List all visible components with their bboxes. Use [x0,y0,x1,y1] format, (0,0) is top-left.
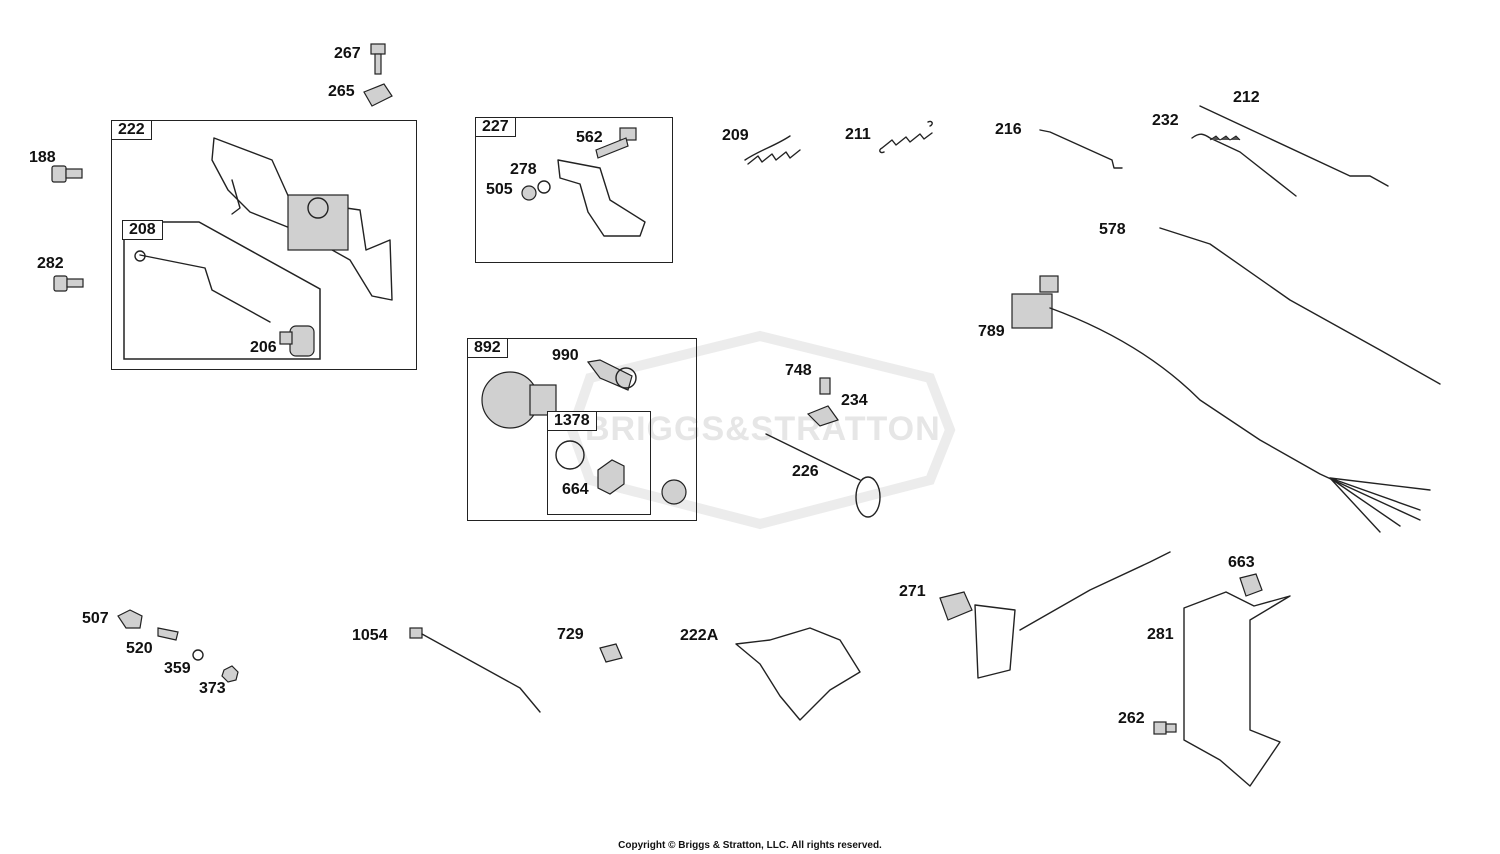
kit-208-outline [123,221,321,360]
callout-209: 209 [722,127,749,144]
callout-282: 282 [37,255,64,272]
part-990-keys [586,359,637,391]
callout-226: 226 [792,463,819,480]
part-206-knob [279,325,315,357]
part-520-terminal [157,627,179,641]
callout-664: 664 [562,481,589,498]
kit-892-box: 892 [467,338,697,521]
part-729-clip [599,643,623,663]
part-222A-bracket [735,627,861,721]
part-562-bolt [595,127,637,159]
part-373-nut [221,665,239,683]
part-226-rod [765,433,861,481]
kit-1378-label: 1378 [547,411,597,431]
part-212-rod [1199,105,1389,187]
part-282-bolt [53,275,84,292]
kit-222-label: 222 [111,120,152,140]
part-234-clip [806,405,839,427]
callout-663: 663 [1228,554,1255,571]
callout-271: 271 [899,583,926,600]
watermark: BRIGGS&STRATTON [585,410,941,448]
part-663-plug [1239,573,1263,597]
kit-208-label: 208 [122,220,163,240]
callout-505: 505 [486,181,513,198]
callout-206: 206 [250,339,277,356]
kit-208-box: 208 [122,220,321,360]
part-507-terminal [117,609,143,629]
callout-578: 578 [1099,221,1126,238]
callout-188: 188 [29,149,56,166]
part-278-washer [537,180,551,194]
part-359-washer [192,649,204,661]
callout-278: 278 [510,161,537,178]
callout-789: 789 [978,323,1005,340]
callout-211: 211 [845,126,871,143]
callout-234: 234 [841,392,868,409]
part-789-harness [1011,275,1431,533]
part-267-bolt [370,43,386,75]
part-265-clip [363,83,393,107]
part-262-bolt [1153,721,1177,735]
part-271-throttle-control [939,551,1171,679]
watermark-outline [566,330,956,530]
callout-222A: 222A [680,627,719,644]
callout-1054: 1054 [352,627,388,644]
callout-216: 216 [995,121,1022,138]
part-209-spring [744,135,801,165]
callout-262: 262 [1118,710,1145,727]
part-208-rod [139,254,271,323]
callout-359: 359 [164,660,191,677]
kit-222-box: 222 [111,120,417,370]
part-232-spring [1191,133,1297,197]
callout-729: 729 [557,626,584,643]
callout-232: 232 [1152,112,1179,129]
callout-507: 507 [82,610,109,627]
part-227-bracket [557,159,646,237]
part-281-bracket [1183,591,1291,787]
part-226-loop [855,476,881,518]
callout-265: 265 [328,83,355,100]
callout-267: 267 [334,45,361,62]
part-188-bolt [51,165,83,183]
part-748-screw [819,377,831,395]
copyright-notice: Copyright © Briggs & Stratton, LLC. All … [618,840,882,851]
part-1054-cable-tie [409,627,541,713]
part-578-wire [1159,227,1441,385]
part-216-rod [1039,129,1123,169]
part-892-ignition-switch [481,371,557,429]
kit-892-label: 892 [467,338,508,358]
part-222-control-bracket [211,137,393,301]
part-grommet [661,479,687,505]
part-505-nut [521,185,537,201]
callout-212: 212 [1233,89,1260,106]
kit-227-label: 227 [475,117,516,137]
part-664-nut [597,459,625,495]
callout-562: 562 [576,129,603,146]
callout-748: 748 [785,362,812,379]
callout-990: 990 [552,347,579,364]
part-211-spring [879,120,933,154]
part-1378-lock-washer [555,440,585,470]
callout-373: 373 [199,680,226,697]
kit-227-box: 227 [475,117,673,263]
callout-520: 520 [126,640,153,657]
callout-281: 281 [1147,626,1174,643]
kit-1378-box: 1378 [547,411,651,515]
part-208-rod-eye [134,250,146,262]
